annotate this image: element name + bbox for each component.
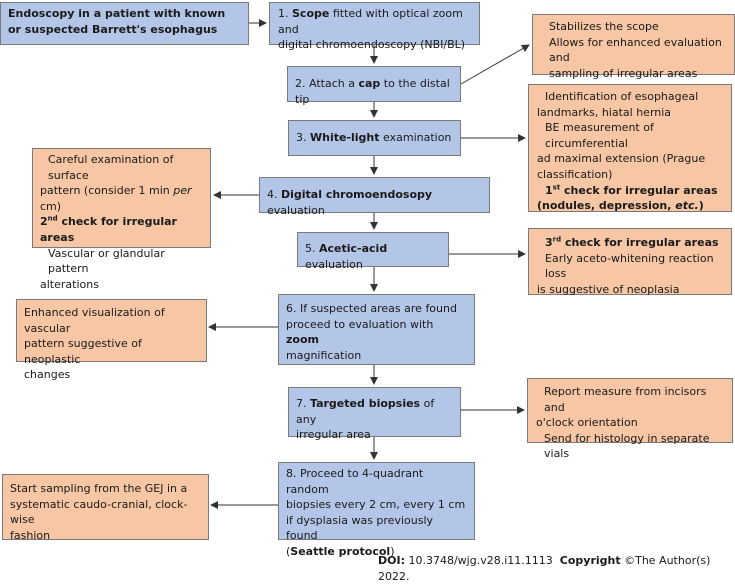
step-8-line-4: (Seattle protocol) bbox=[286, 545, 395, 559]
note-zoom-line-1: Enhanced visualization of vascular bbox=[24, 306, 165, 335]
step-8-line-3: if dysplasia was previously found bbox=[286, 513, 434, 543]
step-8-box: 8. Proceed to 4-quadrant random biopsies… bbox=[278, 462, 475, 558]
note-seattle-line-2: systematic caudo-cranial, clock-wise bbox=[10, 497, 188, 527]
copyright-label: Copyright bbox=[559, 554, 621, 567]
step-6-line-2: proceed to evaluation with zoom bbox=[286, 317, 434, 347]
note-acetic: 3rd check for irregular areas Early acet… bbox=[528, 228, 732, 296]
note-white-line-4: ad maximal extension (Prague bbox=[537, 152, 706, 166]
arrow-step2-to-cap-note bbox=[460, 44, 530, 85]
note-seattle-line-3: fashion bbox=[10, 528, 51, 542]
step-8-line-2: biopsies every 2 cm, every 1 cm bbox=[286, 498, 466, 512]
step-2-label: 2. Attach a cap to the distal tip bbox=[295, 77, 450, 106]
start-line-2: or suspected Barrett's esophagus bbox=[8, 22, 218, 36]
note-biopsy-line-3: Send for histology in separate vials bbox=[544, 431, 710, 461]
note-seattle-line-1: Start sampling from the GEJ in a bbox=[10, 482, 188, 495]
step-5-label: 5. Acetic-acid evaluation bbox=[305, 242, 388, 271]
note-biopsy-line-1: Report measure from incisors and bbox=[544, 385, 707, 414]
note-white-line-5: classification) bbox=[537, 168, 613, 182]
note-white-light: Identification of esophageal landmarks, … bbox=[528, 84, 732, 212]
note-acetic-line-2: Early aceto-whitening reaction loss bbox=[545, 251, 714, 281]
note-cap-line-3: sampling of irregular areas bbox=[549, 66, 698, 80]
note-white-check-detail: (nodules, depression, etc.) bbox=[537, 199, 704, 213]
note-white-line-3: BE measurement of circumferential bbox=[545, 121, 654, 150]
note-cap: Stabilizes the scope Allows for enhanced… bbox=[532, 14, 735, 80]
note-acetic-check: 3rd check for irregular areas bbox=[545, 235, 719, 249]
note-chromo-check: 2nd check for irregular areas bbox=[40, 214, 177, 245]
note-chromo-line-1: Careful examination of surface bbox=[48, 153, 174, 182]
step-7-line-1: 7. Targeted biopsies of any bbox=[296, 397, 435, 426]
step-3-box: 3. White-light examination bbox=[288, 120, 461, 156]
note-zoom-line-2: pattern suggestive of neoplastic bbox=[24, 337, 142, 366]
step-1-box: 1. Scope fitted with optical zoom and di… bbox=[269, 2, 480, 51]
doi-label: DOI: bbox=[378, 554, 405, 567]
step-7-box: 7. Targeted biopsies of any irregular ar… bbox=[288, 387, 461, 441]
note-zoom-line-3: changes bbox=[24, 368, 71, 382]
note-biopsy-line-2: o'clock orientation bbox=[536, 416, 638, 430]
start-box: Endoscopy in a patient with known or sus… bbox=[0, 2, 249, 45]
note-white-check: 1st check for irregular areas bbox=[545, 183, 718, 197]
note-acetic-line-3: is suggestive of neoplasia bbox=[537, 282, 680, 296]
step-7-line-2: irregular area bbox=[296, 428, 371, 442]
step-8-line-1: 8. Proceed to 4-quadrant random bbox=[286, 467, 424, 496]
step-1-line-1: 1. Scope fitted with optical zoom and bbox=[278, 7, 463, 36]
note-seattle: Start sampling from the GEJ in a systema… bbox=[2, 474, 209, 542]
note-zoom: Enhanced visualization of vascular patte… bbox=[16, 299, 207, 381]
note-chromo: Careful examination of surface pattern (… bbox=[32, 148, 211, 291]
step-4-box: 4. Digital chromoendosopy evaluation bbox=[259, 177, 490, 217]
start-line-1: Endoscopy in a patient with known bbox=[8, 7, 226, 20]
step-2-box: 2. Attach a cap to the distal tip bbox=[287, 66, 461, 106]
note-chromo-line-2: pattern (consider 1 min per cm) bbox=[40, 184, 192, 213]
step-5-box: 5. Acetic-acid evaluation bbox=[297, 232, 449, 271]
note-white-line-2: landmarks, hiatal hernia bbox=[537, 105, 672, 119]
note-white-line-1: Identification of esophageal bbox=[545, 90, 699, 103]
step-1-line-2: digital chromoendoscopy (NBI/BL) bbox=[278, 38, 466, 52]
step-6-line-3: magnification bbox=[286, 348, 362, 362]
step-6-line-1: 6. If suspected areas are found bbox=[286, 302, 457, 315]
note-chromo-line-4: Vascular or glandular pattern bbox=[48, 246, 165, 276]
note-cap-line-2: Allows for enhanced evaluation and bbox=[549, 35, 722, 65]
doi-value: 10.3748/wjg.v28.i11.1113 bbox=[404, 554, 553, 567]
step-6-box: 6. If suspected areas are found proceed … bbox=[278, 294, 475, 365]
note-cap-line-1: Stabilizes the scope bbox=[549, 20, 659, 33]
note-chromo-line-5: alterations bbox=[40, 277, 99, 291]
doi-footer: DOI: 10.3748/wjg.v28.i11.1113 Copyright … bbox=[378, 553, 735, 584]
step-3-label: 3. White-light examination bbox=[296, 131, 452, 144]
step-4-label: 4. Digital chromoendosopy evaluation bbox=[267, 188, 433, 217]
step-1-bold: Scope bbox=[292, 7, 330, 20]
copyright-value: ©The Author(s) 2022. bbox=[378, 554, 711, 583]
note-biopsy: Report measure from incisors and o'clock… bbox=[527, 378, 733, 460]
